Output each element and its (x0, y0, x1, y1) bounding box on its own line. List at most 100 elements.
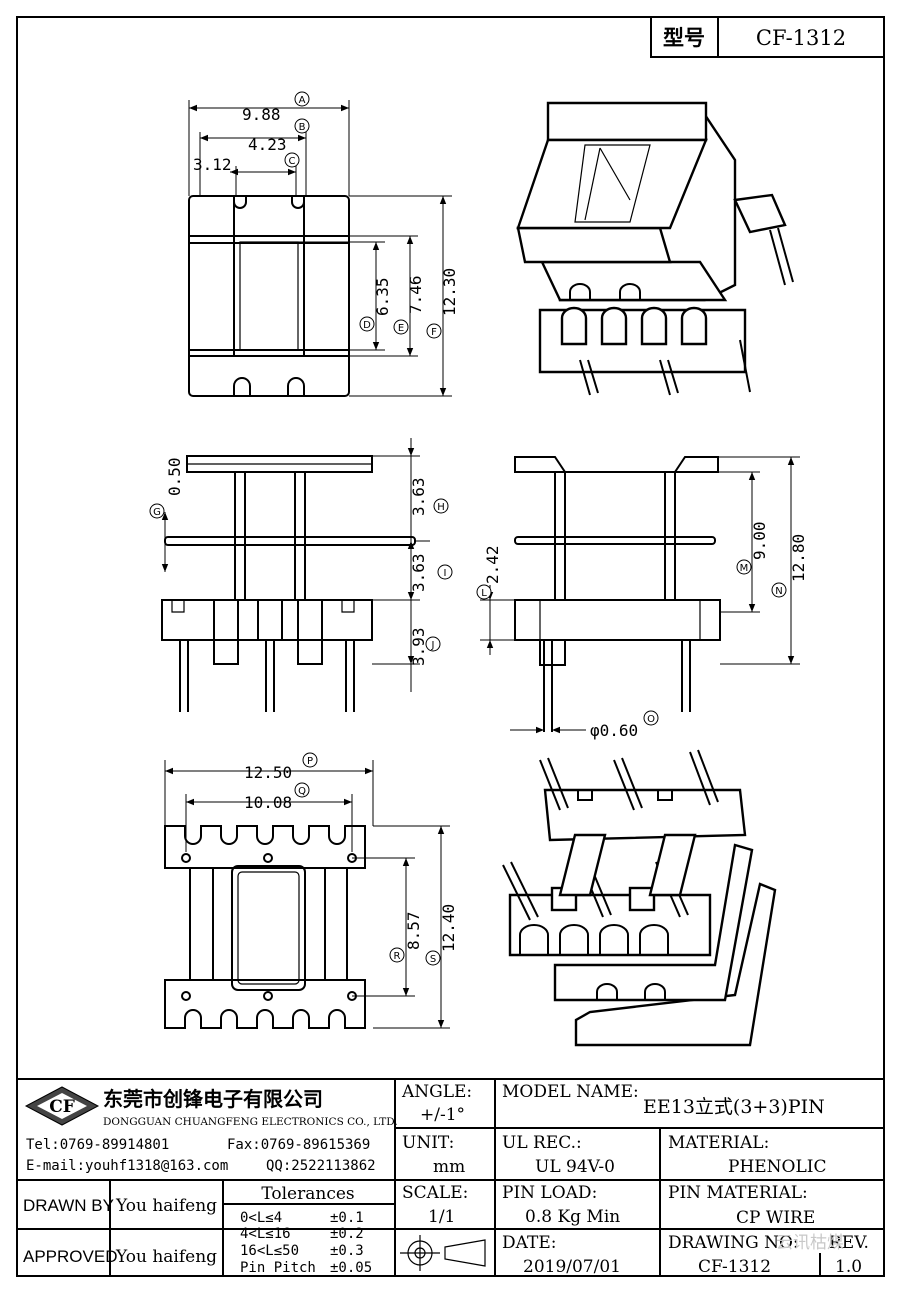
dim-b-label: 4.23 (248, 135, 287, 154)
angle-label: ANGLE: (401, 1082, 472, 1102)
company-name-en: DONGGUAN CHUANGFENG ELECTRONICS CO., LTD… (103, 1116, 398, 1128)
callout-h: H (433, 498, 449, 514)
isometric-view-bottom (502, 749, 777, 1047)
drawn-by-value: You haifeng (115, 1196, 217, 1216)
logo-text: CF (49, 1097, 75, 1117)
dim-g-label: 0.50 (165, 457, 184, 496)
svg-text:±0.3: ±0.3 (330, 1243, 364, 1259)
svg-text:G: G (153, 507, 161, 518)
sheet-border (16, 16, 885, 1277)
dim-r-label: 8.57 (404, 911, 423, 950)
watermark: 云讯枯煤 (776, 1233, 844, 1253)
dim-s-label: 12.40 (439, 904, 458, 952)
svg-text:E: E (398, 323, 404, 334)
svg-text:Pin Pitch: Pin Pitch (240, 1260, 316, 1276)
svg-text:0<L≤4: 0<L≤4 (240, 1210, 282, 1226)
drawing-no-label: DRAWING NO: (668, 1233, 799, 1253)
company-qq: QQ:2522113862 (266, 1158, 376, 1174)
svg-text:P: P (307, 756, 313, 767)
scale-value: 1/1 (428, 1207, 455, 1227)
date-label: DATE: (502, 1233, 556, 1253)
callout-d: D (359, 316, 375, 332)
dim-l-label: 2.42 (483, 545, 502, 584)
svg-text:±0.1: ±0.1 (330, 1210, 364, 1226)
pin-material-label: PIN MATERIAL: (668, 1183, 808, 1203)
callout-o: O (643, 710, 659, 726)
svg-text:4<L≤16: 4<L≤16 (240, 1226, 291, 1242)
svg-text:J: J (431, 640, 435, 651)
rev-value: 1.0 (835, 1257, 862, 1277)
dim-d-label: 6.35 (373, 277, 392, 316)
bottom-view: 12.50 10.08 8.57 12.40 P Q R S (164, 752, 458, 1029)
callout-n: N (771, 582, 787, 598)
model-value: CF-1312 (756, 26, 846, 50)
pin-load-label: PIN LOAD: (502, 1183, 597, 1203)
date-value: 2019/07/01 (523, 1257, 621, 1277)
model-label: 型号 (663, 26, 705, 50)
tolerance-row: 0<L≤4 ±0.1 (240, 1210, 364, 1226)
dim-n-label: 12.80 (789, 534, 808, 582)
scale-label: SCALE: (402, 1183, 468, 1203)
svg-text:D: D (363, 320, 371, 331)
dim-a-label: 9.88 (242, 105, 281, 124)
callout-p: P (302, 752, 318, 768)
svg-text:S: S (430, 954, 436, 965)
pin-load-value: 0.8 Kg Min (525, 1207, 620, 1227)
dim-f-label: 12.30 (440, 268, 459, 316)
dim-c-label: 3.12 (193, 155, 232, 174)
callout-f: F (426, 323, 442, 339)
top-view: 9.88 4.23 3.12 6.35 7.46 12.30 A B C D E… (188, 91, 459, 397)
dim-h-label: 3.63 (409, 477, 428, 516)
callout-a: A (294, 91, 310, 107)
model-name-value: EE13立式(3+3)PIN (643, 1096, 825, 1118)
approved-value: You haifeng (115, 1247, 217, 1267)
material-value: PHENOLIC (728, 1157, 827, 1177)
ul-value: UL 94V-0 (535, 1157, 615, 1177)
callout-j: J (425, 636, 441, 652)
material-label: MATERIAL: (668, 1133, 769, 1153)
dim-j-label: 3.93 (409, 627, 428, 666)
svg-text:F: F (431, 327, 437, 338)
callout-l: L (476, 584, 492, 600)
callout-b: B (294, 118, 310, 134)
svg-text:M: M (740, 563, 749, 574)
svg-text:O: O (647, 714, 655, 725)
callout-s: S (425, 950, 441, 966)
svg-text:H: H (437, 502, 445, 513)
side-view: 2.42 9.00 12.80 φ0.60 L M N O (476, 456, 808, 740)
svg-text:±0.2: ±0.2 (330, 1226, 364, 1242)
svg-text:L: L (481, 588, 487, 599)
tolerances-title: Tolerances (261, 1184, 354, 1204)
front-view: 0.50 3.63 3.63 3.93 G H I J (149, 438, 453, 712)
dim-e-label: 7.46 (406, 275, 425, 314)
company-email: E-mail:youhf1318@163.com (26, 1158, 228, 1174)
callout-i: I (437, 564, 453, 580)
dim-q-label: 10.08 (244, 793, 292, 812)
model-header: 型号 CF-1312 (650, 16, 885, 58)
approved-label: APPROVED (23, 1247, 117, 1266)
tolerance-row: 4<L≤16 ±0.2 (240, 1226, 364, 1242)
callout-g: G (149, 503, 165, 519)
ul-label: UL REC.: (502, 1133, 582, 1153)
model-name-label: MODEL NAME: (502, 1082, 639, 1102)
company-tel: Tel:0769-89914801 (26, 1137, 169, 1153)
company-fax: Fax:0769-89615369 (227, 1137, 370, 1153)
isometric-view-top (516, 101, 794, 396)
projection-symbol-icon (400, 1235, 486, 1271)
drawing-no-value: CF-1312 (698, 1257, 771, 1277)
dim-o-label: φ0.60 (590, 721, 638, 740)
angle-value: +/-1° (420, 1105, 465, 1125)
svg-text:C: C (289, 156, 296, 167)
callout-e: E (393, 319, 409, 335)
company-name-cn: 东莞市创锋电子有限公司 (103, 1087, 323, 1111)
svg-text:N: N (775, 586, 782, 597)
svg-text:I: I (444, 568, 447, 579)
callout-q: Q (294, 782, 310, 798)
tolerance-row: Pin Pitch ±0.05 (240, 1260, 372, 1276)
drawn-by-label: DRAWN BY (23, 1196, 114, 1215)
tolerance-row: 16<L≤50 ±0.3 (240, 1243, 364, 1259)
callout-c: C (284, 152, 300, 168)
callout-r: R (389, 947, 405, 963)
svg-text:16<L≤50: 16<L≤50 (240, 1243, 299, 1259)
